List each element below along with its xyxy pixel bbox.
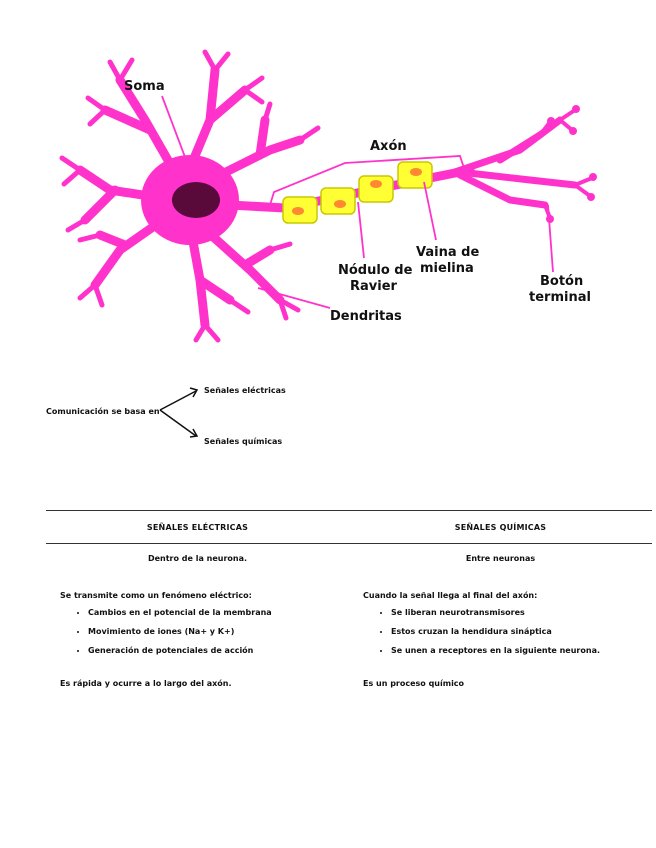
list-item: Cambios en el potencial de la membrana xyxy=(88,608,349,617)
label-terminal-line1: Botón xyxy=(540,274,583,289)
electric-list: Cambios en el potencial de la membrana M… xyxy=(46,608,349,655)
label-node-line2: Ravier xyxy=(350,279,398,294)
chemical-intro: Cuando la señal llega al final del axón: xyxy=(363,591,538,600)
branch-arrows xyxy=(159,387,199,438)
table-header-rule xyxy=(46,543,652,544)
neuron-diagram: Soma Axón Nódulo de Ravier Vaina de miel… xyxy=(59,49,597,343)
label-node-line1: Nódulo de xyxy=(338,263,413,278)
label-axon: Axón xyxy=(370,139,407,154)
label-terminal-line2: terminal xyxy=(529,290,591,305)
table-body: Dentro de la neurona. Se transmite como … xyxy=(46,554,652,688)
chemical-list: Se liberan neurotransmisores Estos cruza… xyxy=(349,608,652,655)
communication-diagram: Comunicación se basa en Señales eléctric… xyxy=(46,385,286,446)
label-sheath-line2: mielina xyxy=(420,261,474,276)
list-item: Movimiento de iones (Na+ y K+) xyxy=(88,627,349,636)
electric-intro: Se transmite como un fenómeno eléctrico: xyxy=(60,591,252,600)
table-top-rule xyxy=(46,510,652,511)
table-header-row: SEÑALES ELÉCTRICAS SEÑALES QUÍMICAS xyxy=(46,511,652,543)
label-soma: Soma xyxy=(124,79,165,94)
column-chemical: Entre neuronas Cuando la señal llega al … xyxy=(349,554,652,688)
comparison-table: SEÑALES ELÉCTRICAS SEÑALES QUÍMICAS Dent… xyxy=(46,510,652,688)
chemical-summary: Es un proceso químico xyxy=(363,679,465,688)
label-dendrites: Dendritas xyxy=(330,309,402,324)
header-electric: SEÑALES ELÉCTRICAS xyxy=(146,522,249,532)
neuron-illustration xyxy=(59,49,597,343)
chemical-where: Entre neuronas xyxy=(465,554,536,563)
myelin-sheath xyxy=(282,161,433,224)
column-electric: Dentro de la neurona. Se transmite como … xyxy=(46,554,349,688)
label-sheath-line1: Vaina de xyxy=(416,245,479,260)
list-item: Estos cruzan la hendidura sináptica xyxy=(391,627,652,636)
label-pointers xyxy=(161,95,554,309)
electric-summary: Es rápida y ocurre a lo largo del axón. xyxy=(60,679,232,688)
list-item: Se unen a receptores en la siguiente neu… xyxy=(391,646,652,655)
branch-chemical: Señales químicas xyxy=(204,437,282,446)
list-item: Generación de potenciales de acción xyxy=(88,646,349,655)
electric-where: Dentro de la neurona. xyxy=(147,554,248,563)
communication-base: Comunicación se basa en xyxy=(46,406,160,416)
branch-electric: Señales eléctricas xyxy=(204,385,286,395)
nucleus xyxy=(172,182,220,218)
list-item: Se liberan neurotransmisores xyxy=(391,608,652,617)
header-chemical: SEÑALES QUÍMICAS xyxy=(454,522,547,532)
